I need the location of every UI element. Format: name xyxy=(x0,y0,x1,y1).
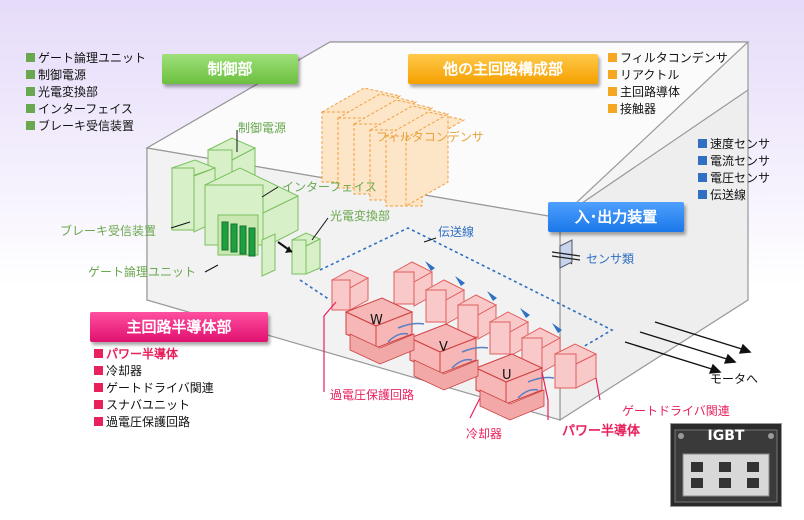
orange-square-icon xyxy=(608,70,617,79)
magenta-square-icon xyxy=(94,400,103,409)
other-items-list: フィルタコンデンサ リアクトル 主回路導体 接触器 xyxy=(608,50,728,118)
phase-u-label: U xyxy=(502,368,512,383)
list-item: パワー半導体 xyxy=(94,346,214,363)
list-item-label: パワー半導体 xyxy=(106,347,179,361)
filter-capacitor-label: フィルタコンデンサ xyxy=(376,130,484,144)
control-unit-shape xyxy=(170,137,322,277)
igbt-module-graphic xyxy=(674,429,778,503)
arrow-head xyxy=(285,246,292,253)
list-item: 電流センサ xyxy=(698,153,770,170)
blue-square-icon xyxy=(698,190,707,199)
semi-items-list: パワー半導体 冷却器 ゲートドライバ関連 スナバユニット 過電圧保護回路 xyxy=(94,346,214,431)
overvoltage-label: 過電圧保護回路 xyxy=(330,388,415,402)
igbt-label: IGBT xyxy=(707,428,745,444)
magenta-square-icon xyxy=(94,417,103,426)
list-item: ゲートドライバ関連 xyxy=(94,380,214,397)
interface-label: インターフェイス xyxy=(282,180,377,194)
motor-arrows xyxy=(624,321,752,374)
blue-square-icon xyxy=(698,173,707,182)
list-item-label: ゲート論理ユニット xyxy=(38,51,147,65)
list-item-label: 電圧センサ xyxy=(710,171,771,185)
red-leader-lines xyxy=(323,301,601,420)
list-item-label: インターフェイス xyxy=(38,102,133,116)
list-item: 伝送線 xyxy=(698,187,770,204)
list-item: 過電圧保護回路 xyxy=(94,414,214,431)
control-power-label: 制御電源 xyxy=(238,121,287,135)
blue-square-icon xyxy=(698,139,707,148)
gate-driver-label: ゲートドライバ関連 xyxy=(622,404,730,418)
list-item: 光電変換部 xyxy=(26,84,146,101)
list-item: インターフェイス xyxy=(26,101,146,118)
green-square-icon xyxy=(26,121,35,130)
list-item: 主回路導体 xyxy=(608,84,728,101)
gate-driver-boxes xyxy=(330,261,598,389)
list-item-label: 制御電源 xyxy=(38,68,87,82)
phase-v-label: V xyxy=(439,340,448,355)
list-item: フィルタコンデンサ xyxy=(608,50,728,67)
green-square-icon xyxy=(26,104,35,113)
brake-receiver-label: ブレーキ受信装置 xyxy=(60,224,157,238)
to-motor-label: モータへ xyxy=(710,372,759,386)
photoelectric-label: 光電変換部 xyxy=(330,209,391,223)
list-item: ゲート論理ユニット xyxy=(26,50,146,67)
magenta-square-icon xyxy=(94,383,103,392)
list-item-label: 冷却器 xyxy=(106,364,143,378)
green-square-icon xyxy=(26,70,35,79)
filter-capacitor-shape xyxy=(320,87,466,207)
coolers xyxy=(349,333,545,421)
list-item: スナバユニット xyxy=(94,397,214,414)
green-square-icon xyxy=(26,53,35,62)
phase-w-label: W xyxy=(370,313,383,328)
list-item-label: スナバユニット xyxy=(106,398,191,412)
igbt-photo: IGBT xyxy=(670,423,782,507)
list-item: ブレーキ受信装置 xyxy=(26,118,146,135)
semiconductor-section-header: 主回路半導体部 xyxy=(90,312,268,342)
list-item-label: 電流センサ xyxy=(710,154,771,168)
power-semiconductor-label: パワー半導体 xyxy=(562,424,641,439)
list-item-label: ゲートドライバ関連 xyxy=(106,381,214,395)
list-item: 接触器 xyxy=(608,101,728,118)
list-item-label: 速度センサ xyxy=(710,137,771,151)
list-item-label: フィルタコンデンサ xyxy=(620,51,728,65)
list-item-label: 主回路導体 xyxy=(620,85,681,99)
transmission-line-label: 伝送線 xyxy=(438,225,475,239)
other-main-section-header: 他の主回路構成部 xyxy=(408,54,598,84)
list-item: リアクトル xyxy=(608,67,728,84)
list-item: 速度センサ xyxy=(698,136,770,153)
sensor-icon xyxy=(551,239,581,269)
list-item: 制御電源 xyxy=(26,67,146,84)
igbt-modules xyxy=(344,297,544,405)
orange-square-icon xyxy=(608,53,617,62)
sensors-label: センサ類 xyxy=(586,252,635,266)
cooler-label: 冷却器 xyxy=(466,427,503,441)
control-section-header: 制御部 xyxy=(162,54,298,84)
bus-conductors xyxy=(387,322,555,399)
io-section-header: 入･出力装置 xyxy=(548,202,684,232)
blue-square-icon xyxy=(698,156,707,165)
green-square-icon xyxy=(26,87,35,96)
list-item: 電圧センサ xyxy=(698,170,770,187)
magenta-square-icon xyxy=(94,366,103,375)
magenta-square-icon xyxy=(94,349,103,358)
gate-logic-label: ゲート論理ユニット xyxy=(88,265,197,279)
list-item-label: ブレーキ受信装置 xyxy=(38,119,135,133)
control-items-list: ゲート論理ユニット 制御電源 光電変換部 インターフェイス ブレーキ受信装置 xyxy=(26,50,146,135)
list-item-label: リアクトル xyxy=(620,68,680,82)
orange-square-icon xyxy=(608,104,617,113)
list-item-label: 過電圧保護回路 xyxy=(106,415,191,429)
list-item-label: 光電変換部 xyxy=(38,85,99,99)
list-item-label: 伝送線 xyxy=(710,188,747,202)
list-item: 冷却器 xyxy=(94,363,214,380)
list-item-label: 接触器 xyxy=(620,102,657,116)
io-items-list: 速度センサ 電流センサ 電圧センサ 伝送線 xyxy=(698,136,770,204)
orange-square-icon xyxy=(608,87,617,96)
